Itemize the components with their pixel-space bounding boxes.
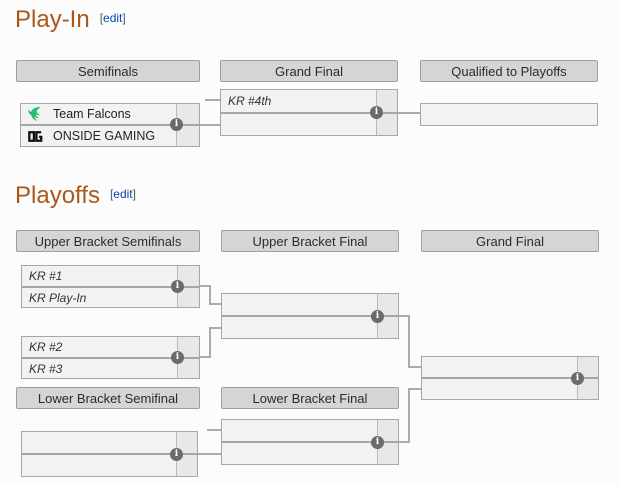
- connector-stub-playin-gf-top: [205, 99, 220, 101]
- empty-slot-row: [222, 294, 378, 315]
- seed-label: KR #1: [29, 269, 63, 283]
- connector-ubsf1-out: [199, 285, 210, 287]
- edit-bracket-close: ]: [132, 187, 136, 201]
- upper-bracket-semifinal-1-match: KR #1 KR Play-In i: [21, 265, 200, 308]
- match-info-icon[interactable]: i: [571, 372, 584, 385]
- connector-ubf-vertical: [408, 315, 410, 368]
- empty-slot-row: [22, 455, 177, 476]
- empty-slot-row: [221, 114, 377, 135]
- header-label: Lower Bracket Semifinal: [37, 390, 179, 406]
- empty-slot-row: [422, 379, 578, 399]
- connector-ubf-into-gf: [408, 366, 422, 368]
- header-label: Lower Bracket Final: [252, 390, 368, 406]
- match-info-icon[interactable]: i: [370, 106, 383, 119]
- playoffs-header-upper-final: Upper Bracket Final: [221, 230, 399, 252]
- match-row-divider: [422, 377, 598, 379]
- seed-row: KR #1: [22, 266, 177, 286]
- playin-section-heading: Play-In [edit]: [15, 6, 126, 34]
- seed-label: KR #2: [29, 340, 63, 354]
- match-info-icon[interactable]: i: [171, 280, 184, 293]
- team-row-falcons: Team Falcons: [21, 104, 177, 124]
- edit-link-label[interactable]: edit: [113, 187, 133, 201]
- seed-row: KR #3: [22, 359, 177, 378]
- match-row-divider: [22, 357, 199, 359]
- header-label: Upper Bracket Semifinals: [34, 233, 182, 249]
- upper-bracket-semifinal-2-match: KR #2 KR #3 i: [21, 336, 200, 379]
- header-label: Qualified to Playoffs: [451, 63, 567, 79]
- empty-slot-row: [22, 432, 177, 453]
- seed-row: KR #2: [22, 337, 177, 357]
- connector-ubsf1-into-ubf: [209, 303, 222, 305]
- connector-ubsf1-vertical: [209, 285, 211, 305]
- seed-label: KR #4th: [228, 94, 272, 108]
- header-label: Grand Final: [275, 63, 343, 79]
- connector-ubsf2-vertical: [209, 327, 211, 358]
- playin-grand-final-match: KR #4th i: [220, 89, 398, 136]
- playin-semifinal-match: Team Falcons ONSIDE GAMING i: [20, 103, 200, 147]
- seed-label: KR Play-In: [29, 290, 87, 305]
- match-info-icon[interactable]: i: [371, 310, 384, 323]
- edit-link-label[interactable]: edit: [103, 11, 123, 25]
- match-row-divider: [21, 124, 199, 126]
- match-row-divider: [222, 315, 398, 317]
- connector-lbf-vertical: [408, 388, 410, 443]
- match-info-icon[interactable]: i: [171, 351, 184, 364]
- playoffs-header-grand-final: Grand Final: [421, 230, 599, 252]
- connector-lbf-into-gf: [408, 388, 422, 390]
- empty-slot-row: [222, 443, 378, 464]
- playoffs-header-lower-semifinal: Lower Bracket Semifinal: [16, 387, 200, 409]
- connector-playin-gf-to-qualified: [397, 112, 420, 114]
- team-row-onside: ONSIDE GAMING: [21, 126, 177, 146]
- qualified-to-playoffs-slot: [420, 103, 598, 126]
- connector-ubsf2-out: [199, 356, 210, 358]
- team-name: ONSIDE GAMING: [53, 129, 156, 143]
- header-label: Grand Final: [476, 233, 544, 249]
- seed-row: KR #4th: [221, 90, 377, 112]
- header-label: Semifinals: [78, 63, 138, 79]
- connector-ubsf2-into-ubf: [209, 327, 222, 329]
- empty-slot-row: [421, 104, 597, 125]
- playoffs-header-lower-final: Lower Bracket Final: [221, 387, 399, 409]
- playin-edit-link[interactable]: [edit]: [100, 11, 126, 25]
- seed-label: KR #3: [29, 361, 63, 376]
- playin-heading-text: Play-In: [15, 6, 90, 33]
- match-row-divider: [22, 286, 199, 288]
- empty-slot-row: [422, 357, 578, 377]
- empty-slot-row: [222, 317, 378, 338]
- edit-bracket-open: [: [109, 187, 114, 201]
- connector-lbsf-into-lbf: [197, 453, 222, 455]
- team-falcons-logo-icon: [26, 106, 44, 122]
- match-row-divider: [22, 453, 197, 455]
- playin-round-header-semifinals: Semifinals: [16, 60, 200, 82]
- upper-bracket-final-match: i: [221, 293, 399, 339]
- playin-round-header-grand-final: Grand Final: [220, 60, 398, 82]
- header-label: Upper Bracket Final: [252, 233, 368, 249]
- match-row-divider: [222, 441, 398, 443]
- playoffs-heading-text: Playoffs: [15, 182, 100, 209]
- playin-round-header-qualified: Qualified to Playoffs: [420, 60, 598, 82]
- team-name: Team Falcons: [53, 107, 131, 121]
- seed-row: KR Play-In: [22, 288, 177, 307]
- playoffs-grand-final-match: i: [421, 356, 599, 400]
- onside-gaming-logo-icon: [26, 128, 44, 144]
- edit-bracket-close: ]: [122, 11, 126, 25]
- connector-ubf-out: [398, 315, 410, 317]
- connector-lbf-out: [398, 441, 410, 443]
- playoffs-header-upper-semifinals: Upper Bracket Semifinals: [16, 230, 200, 252]
- match-info-icon[interactable]: i: [170, 118, 183, 131]
- connector-playin-sf-to-gf: [199, 124, 220, 126]
- edit-bracket-open: [: [99, 11, 104, 25]
- lower-bracket-final-match: i: [221, 419, 399, 465]
- playoffs-edit-link[interactable]: [edit]: [110, 187, 136, 201]
- empty-slot-row: [222, 420, 378, 441]
- match-info-icon[interactable]: i: [371, 436, 384, 449]
- match-info-icon[interactable]: i: [170, 448, 183, 461]
- playoffs-section-heading: Playoffs [edit]: [15, 182, 136, 210]
- lower-bracket-semifinal-match: i: [21, 431, 198, 477]
- connector-stub-lbf-top: [207, 429, 222, 431]
- match-row-divider: [221, 112, 397, 114]
